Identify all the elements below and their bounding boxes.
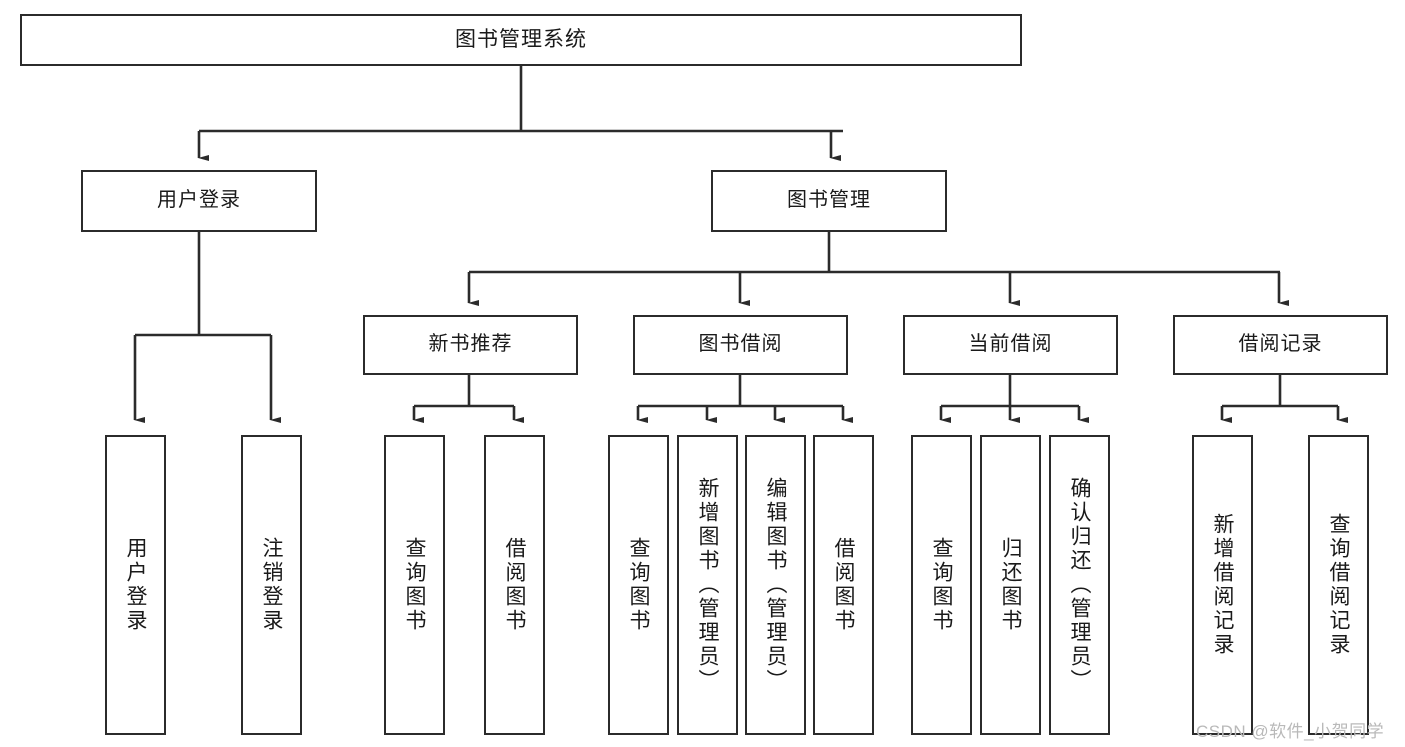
leaf-label: 借阅图书 bbox=[503, 537, 527, 633]
node-root-label: 图书管理系统 bbox=[455, 27, 587, 51]
leaf-label: 新增借阅记录 bbox=[1211, 513, 1235, 657]
leaf-record-query-record[interactable]: 查询借阅记录 bbox=[1308, 435, 1369, 735]
leaf-label: 编辑图书（管理员） bbox=[764, 477, 788, 693]
leaf-label: 借阅图书 bbox=[832, 537, 856, 633]
node-new-book-recommend[interactable]: 新书推荐 bbox=[363, 315, 578, 375]
leaf-recommend-borrow-book[interactable]: 借阅图书 bbox=[484, 435, 545, 735]
node-borrow-record[interactable]: 借阅记录 bbox=[1173, 315, 1388, 375]
leaf-label: 注销登录 bbox=[260, 537, 284, 633]
leaf-recommend-query-book[interactable]: 查询图书 bbox=[384, 435, 445, 735]
leaf-user-login-login[interactable]: 用户登录 bbox=[105, 435, 166, 735]
leaf-current-query-book[interactable]: 查询图书 bbox=[911, 435, 972, 735]
watermark: CSDN @软件_小贺同学 bbox=[1196, 722, 1385, 741]
leaf-label: 查询借阅记录 bbox=[1327, 513, 1351, 657]
leaf-borrow-query-book[interactable]: 查询图书 bbox=[608, 435, 669, 735]
leaf-label: 新增图书（管理员） bbox=[696, 477, 720, 693]
leaf-label: 确认归还（管理员） bbox=[1068, 477, 1092, 693]
leaf-borrow-edit-book-admin[interactable]: 编辑图书（管理员） bbox=[745, 435, 806, 735]
node-new-book-recommend-label: 新书推荐 bbox=[428, 333, 513, 356]
node-user-login[interactable]: 用户登录 bbox=[81, 170, 317, 232]
node-current-borrow[interactable]: 当前借阅 bbox=[903, 315, 1118, 375]
node-book-management-label: 图书管理 bbox=[787, 189, 871, 212]
node-book-borrow[interactable]: 图书借阅 bbox=[633, 315, 848, 375]
leaf-label: 查询图书 bbox=[627, 537, 651, 633]
leaf-label: 查询图书 bbox=[930, 537, 954, 633]
leaf-label: 归还图书 bbox=[999, 537, 1023, 633]
leaf-record-add-record[interactable]: 新增借阅记录 bbox=[1192, 435, 1253, 735]
leaf-borrow-add-book-admin[interactable]: 新增图书（管理员） bbox=[677, 435, 738, 735]
leaf-borrow-borrow-book[interactable]: 借阅图书 bbox=[813, 435, 874, 735]
node-book-management[interactable]: 图书管理 bbox=[711, 170, 947, 232]
node-current-borrow-label: 当前借阅 bbox=[968, 333, 1053, 356]
leaf-label: 查询图书 bbox=[403, 537, 427, 633]
node-root[interactable]: 图书管理系统 bbox=[20, 14, 1022, 66]
node-book-borrow-label: 图书借阅 bbox=[698, 333, 783, 356]
leaf-label: 用户登录 bbox=[124, 537, 148, 633]
node-user-login-label: 用户登录 bbox=[157, 189, 241, 212]
leaf-user-login-logout[interactable]: 注销登录 bbox=[241, 435, 302, 735]
node-borrow-record-label: 借阅记录 bbox=[1238, 333, 1323, 356]
leaf-current-return-book[interactable]: 归还图书 bbox=[980, 435, 1041, 735]
leaf-current-confirm-return-admin[interactable]: 确认归还（管理员） bbox=[1049, 435, 1110, 735]
